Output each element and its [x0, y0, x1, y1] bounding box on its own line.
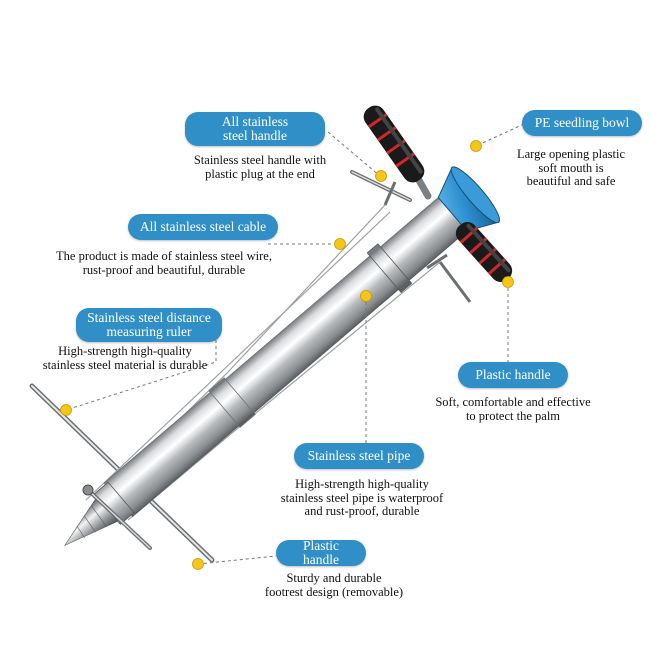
marker-dots: [60, 140, 514, 570]
label-steel-pipe: Stainless steel pipe: [294, 443, 424, 469]
desc-steel-cable: The product is made of stainless steel w…: [56, 249, 272, 277]
label-distance-ruler: Stainless steel distance measuring ruler: [76, 308, 222, 342]
leader-lines: [65, 123, 525, 565]
upper-handle: [350, 105, 432, 206]
label-steel-cable: All stainless steel cable: [128, 214, 278, 240]
footrest-lever: [82, 484, 152, 550]
label-seedling-bowl: PE seedling bowl: [522, 110, 642, 136]
label-plastic-handle-foot: Plastic handle: [276, 539, 366, 567]
label-steel-handle: All stainless steel handle: [185, 112, 325, 146]
steel-pipe-body: [63, 166, 501, 547]
label-plastic-handle-top: Plastic handle: [458, 362, 568, 388]
lower-handle: [426, 222, 513, 303]
